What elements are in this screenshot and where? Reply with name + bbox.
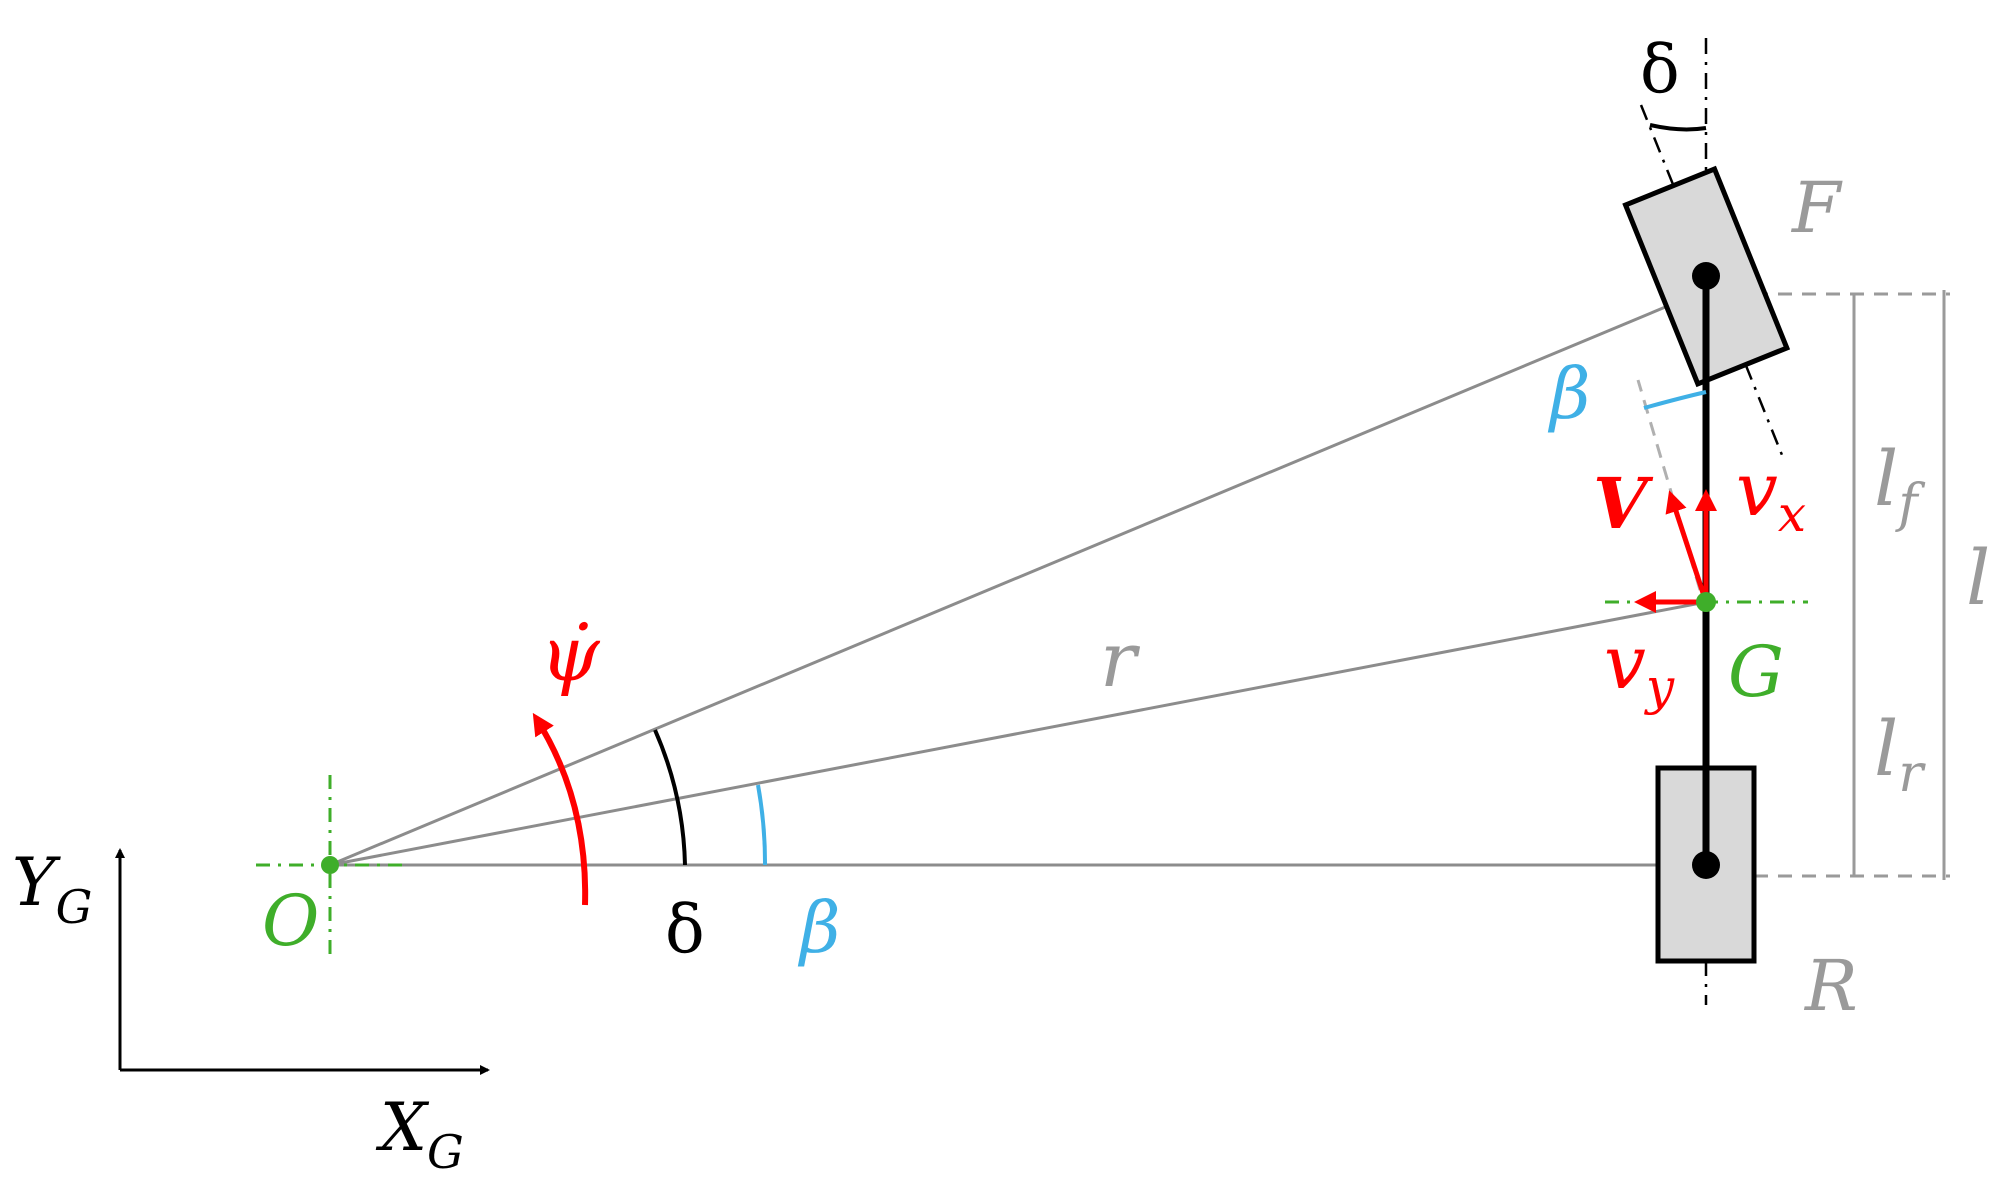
label-XG-sub: G <box>427 1125 464 1179</box>
label-lr: lr <box>1874 704 1926 804</box>
label-XG-base: X <box>375 1089 430 1166</box>
label-vx-base: v <box>1736 447 1778 533</box>
label-beta-front: β <box>1547 353 1590 435</box>
label-YG: YG <box>12 844 92 934</box>
delta-arc-center <box>653 729 687 866</box>
ray-to-front-axle <box>329 288 1707 867</box>
velocity-vectors <box>1634 489 1717 613</box>
delta-arc-top <box>1649 123 1707 132</box>
yaw-rate-arrow <box>532 712 589 906</box>
label-vy-sub: y <box>1644 658 1675 716</box>
rear-axle-point <box>1692 851 1720 879</box>
cg-point-G <box>1696 592 1716 612</box>
label-vx-sub: x <box>1778 485 1806 543</box>
label-R: R <box>1803 945 1858 1027</box>
global-axes <box>115 848 490 1075</box>
label-delta-bottom: δ <box>665 891 705 968</box>
label-vx: vx <box>1736 447 1806 543</box>
label-O: O <box>262 880 319 962</box>
label-lr-sub: r <box>1898 744 1926 804</box>
label-lr-base: l <box>1874 704 1898 793</box>
radius-line-r <box>329 600 1707 867</box>
center-point-O <box>321 856 339 874</box>
label-vy-base: v <box>1604 620 1646 706</box>
beta-arc-front <box>1643 390 1707 410</box>
V-arrow <box>1665 490 1709 603</box>
label-F: F <box>1790 167 1843 249</box>
beta-arc-center <box>756 784 768 866</box>
label-XG: XG <box>375 1089 464 1179</box>
label-YG-base: Y <box>12 844 61 921</box>
front-axle-point <box>1692 262 1720 290</box>
label-vy: vy <box>1604 620 1675 716</box>
label-V: V <box>1593 462 1654 545</box>
rays-from-center <box>329 288 1707 867</box>
label-lf-sub: f <box>1894 474 1925 534</box>
label-delta-top: δ <box>1640 31 1680 108</box>
dimension-lines <box>1706 290 1950 880</box>
label-lf: lf <box>1874 434 1925 534</box>
label-beta-bottom: β <box>797 887 840 969</box>
label-lf-base: l <box>1874 434 1898 523</box>
label-r: r <box>1100 615 1141 704</box>
label-l: l <box>1966 533 1990 622</box>
label-G: G <box>1728 631 1784 713</box>
label-YG-sub: G <box>56 880 93 934</box>
label-psi-dot: ψ̇ <box>540 609 601 698</box>
